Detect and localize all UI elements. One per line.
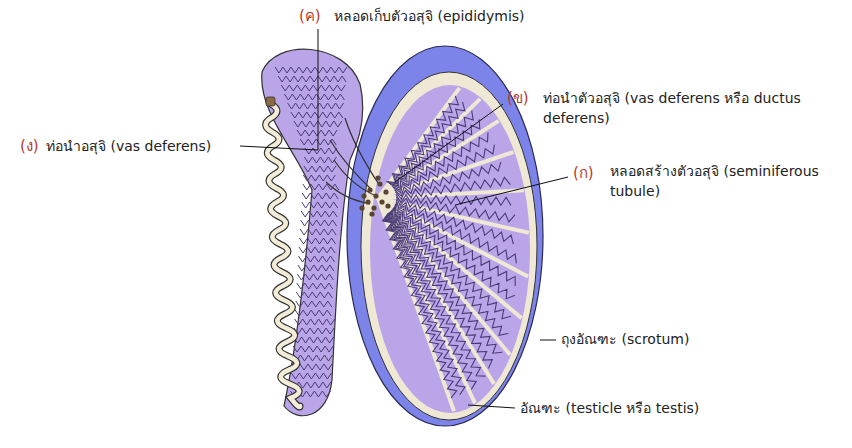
vas-deferens-tube: [266, 104, 300, 407]
tubule: [386, 212, 486, 377]
epididymis-coil: [300, 229, 336, 235]
callout-letter: (ข): [507, 88, 529, 109]
epididymis-shape: [262, 49, 363, 416]
part-label: ท่อนำอสุจิ (vas deferens): [46, 137, 211, 157]
rete-dot: [377, 181, 382, 186]
rete-testis: [359, 175, 390, 216]
septum: [378, 198, 510, 355]
epididymis-coil: [304, 166, 336, 172]
epididymis-texture: [275, 67, 347, 397]
epididymis-coil: [305, 148, 337, 154]
epididymis-coil: [302, 193, 338, 199]
part-label: หลอดสร้างตัวอสุจิ (seminiferous tubule): [610, 162, 846, 201]
rete-dot: [359, 205, 364, 210]
epididymis-coil: [295, 319, 335, 325]
rete-dot: [373, 193, 378, 198]
epididymis-coil: [281, 85, 345, 91]
lobule-area: [370, 85, 530, 413]
tubule: [388, 211, 493, 369]
rete-dot: [383, 189, 388, 194]
tubules: [383, 96, 517, 398]
rete-dot: [369, 211, 374, 216]
epididymis-coil: [301, 220, 337, 226]
rete-dot: [379, 199, 384, 204]
part-label: ท่อนำตัวอสุจิ (vas deferens หรือ ductus …: [543, 89, 843, 128]
epididymis-coil: [298, 265, 334, 271]
rete-dot: [367, 187, 372, 192]
rete-dot: [385, 203, 390, 208]
epididymis-coil: [291, 112, 343, 118]
vas-deferens-outline: [266, 104, 300, 407]
epididymis-coil: [296, 292, 332, 298]
epididymis-coil: [303, 184, 339, 190]
epididymis-coil: [297, 283, 333, 289]
epididymis-coil: [294, 337, 334, 343]
rete-dot: [371, 205, 376, 210]
part-label: ถุงอัณฑะ (scrotum): [561, 330, 689, 350]
callout-letter: (ค): [299, 6, 321, 27]
epididymis-coil: [288, 103, 344, 109]
epididymis-coil: [297, 130, 337, 136]
tubule: [389, 111, 473, 186]
epididymis-coil: [301, 211, 337, 217]
scrotum-shape: [347, 46, 543, 426]
epididymis-coil: [284, 94, 344, 100]
tubule: [385, 212, 476, 389]
epididymis-coil: [294, 328, 334, 334]
epididymis-coil: [299, 256, 335, 262]
epididymis-coil: [295, 310, 331, 316]
epididymis-coil: [293, 346, 333, 352]
testis-shape: [361, 72, 537, 420]
vas-end-cap: [266, 97, 275, 106]
epididymis-coil: [302, 202, 338, 208]
callout-letter: (ก): [573, 163, 594, 184]
septa: [378, 88, 529, 411]
rete-dot: [375, 175, 380, 180]
epididymis-coil: [303, 175, 335, 181]
epididymis-coil: [299, 247, 335, 253]
leader-lines: [240, 29, 568, 408]
epididymis-coil: [291, 373, 331, 379]
epididymis-coil: [300, 238, 336, 244]
rete-dot: [365, 199, 370, 204]
epididymis-coil: [297, 274, 333, 280]
efferent-ducts: [326, 118, 380, 204]
part-label: หลอดเก็บตัวอสุจิ (epididymis): [334, 7, 525, 27]
part-label: อัณฑะ (testicle หรือ testis): [520, 399, 699, 419]
tubule: [389, 210, 502, 353]
callout-letter: (ง): [20, 136, 39, 157]
tubule: [383, 213, 457, 398]
epididymis-coil: [278, 76, 346, 82]
tubule: [394, 162, 501, 196]
epididymis-coil: [304, 157, 336, 163]
tubule: [393, 145, 494, 193]
epididymis-coil: [275, 67, 347, 73]
epididymis-coil: [296, 301, 332, 307]
rete-dot: [361, 193, 366, 198]
